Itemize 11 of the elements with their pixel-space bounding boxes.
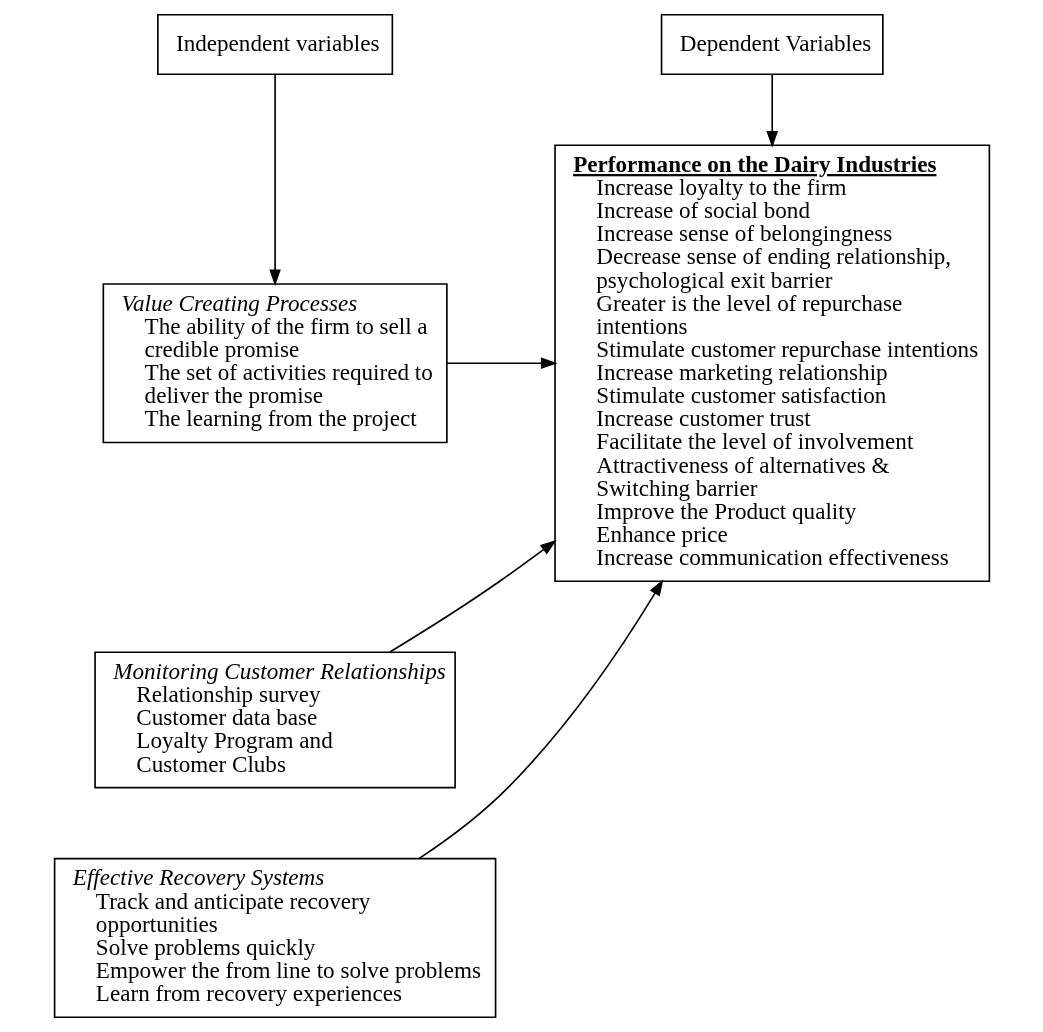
arrow	[418, 579, 663, 860]
node-box: Effective Recovery Systems Track and anticipate recovery opportunities Solve problems quickly Empower the from line to solve problems Learn from recovery experiences	[53, 857, 496, 1019]
arrow	[445, 357, 557, 369]
arrow	[765, 73, 778, 148]
node-box: Performance on the Dairy Industries Increase loyalty to the firm Increase of social bond Increase sense of belongingness Decrease sense of ending relationship, psychological exit barrier Greater is the level of repurchase intentions Stimulate customer repurchase intentions Increase marketing relationship Stimulate customer satisfaction Increase customer trust Facilitate the level of involvement Attractiveness of alternatives & Switching barrier Improve the Product quality Enhance price Increase communication effectiveness	[553, 144, 990, 583]
arrow	[268, 73, 281, 286]
node-box: Independent variables	[156, 13, 393, 76]
node-box: Value Creating Processes The ability of the firm to sell a credible promise The set of activities required to deliver the promise The learning from the project	[102, 283, 448, 444]
node-box: Dependent Variables	[660, 13, 884, 76]
node-box: Monitoring Customer Relationships Relationship survey Customer data base Loyalty Program and Customer Clubs	[93, 651, 456, 789]
arrow	[388, 539, 557, 653]
